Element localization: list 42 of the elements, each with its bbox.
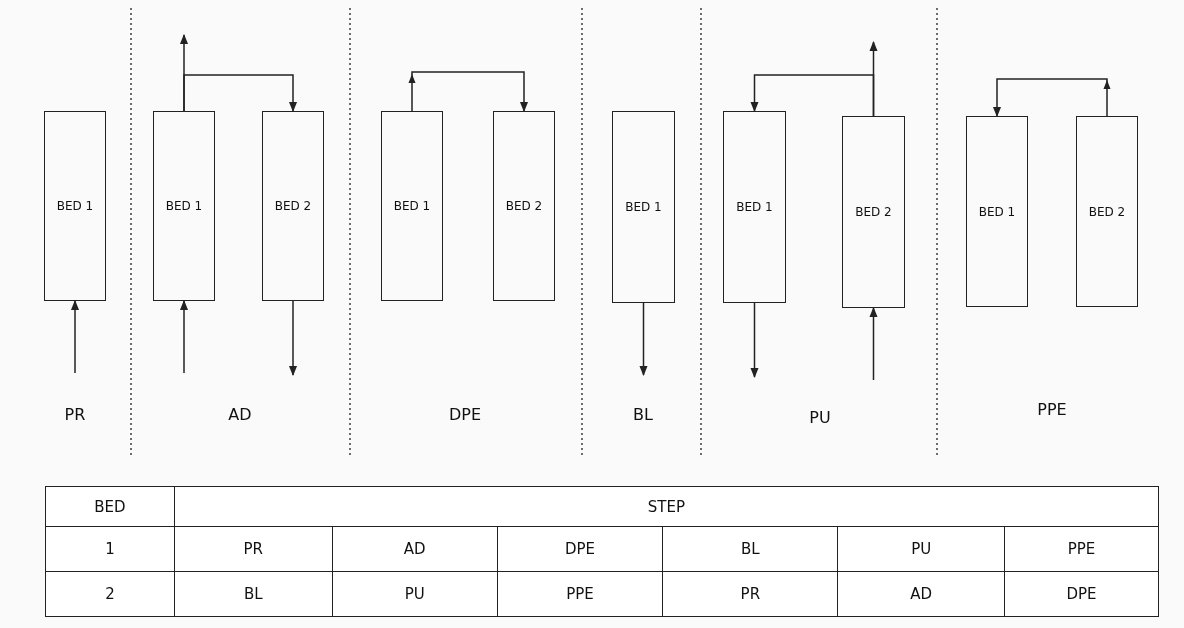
table-cell: BED [45, 486, 175, 527]
bed-column [493, 111, 555, 301]
step-label: DPE [448, 405, 482, 424]
bed-label: BED 2 [855, 205, 892, 219]
step-label: PU [809, 408, 831, 427]
table-cell: DPE [497, 526, 663, 572]
bed-column [842, 116, 905, 308]
table-cell: AD [837, 571, 1005, 617]
bed-label: BED 2 [1088, 204, 1126, 219]
bed-label: BED 1 [165, 199, 203, 213]
bed-label: BED 2 [505, 199, 543, 213]
bed-label: BED 2 [274, 199, 312, 213]
bed-column [723, 111, 786, 303]
step-label: BL [633, 405, 653, 424]
table-header-cell: STEP [174, 486, 1159, 527]
table-cell: PU [332, 571, 498, 617]
bed-column [966, 116, 1028, 307]
bed-label: BED 1 [393, 199, 431, 213]
table-cell: BL [662, 526, 838, 572]
bed-column [44, 111, 106, 301]
bed-column [153, 111, 215, 301]
bed-column [1076, 116, 1138, 307]
table-cell: PPE [497, 571, 663, 617]
step-label: PR [64, 405, 86, 424]
table-cell: DPE [1004, 571, 1159, 617]
step-label: AD [228, 405, 252, 424]
bed-label: BED 1 [625, 200, 662, 214]
bed-column [381, 111, 443, 301]
step-label: PPE [1037, 400, 1067, 419]
bed-label: BED 1 [978, 204, 1016, 219]
table-cell: BL [174, 571, 333, 617]
table-cell: PPE [1004, 526, 1159, 572]
table-cell: PR [174, 526, 333, 572]
bed-column [262, 111, 324, 301]
bed-column [612, 111, 675, 303]
bed-label: BED 1 [56, 199, 94, 213]
table-cell: AD [332, 526, 498, 572]
table-cell: 1 [45, 526, 175, 572]
table-cell: PU [837, 526, 1005, 572]
bed-label: BED 1 [736, 200, 773, 214]
table-cell: 2 [45, 571, 175, 617]
table-cell: PR [662, 571, 838, 617]
